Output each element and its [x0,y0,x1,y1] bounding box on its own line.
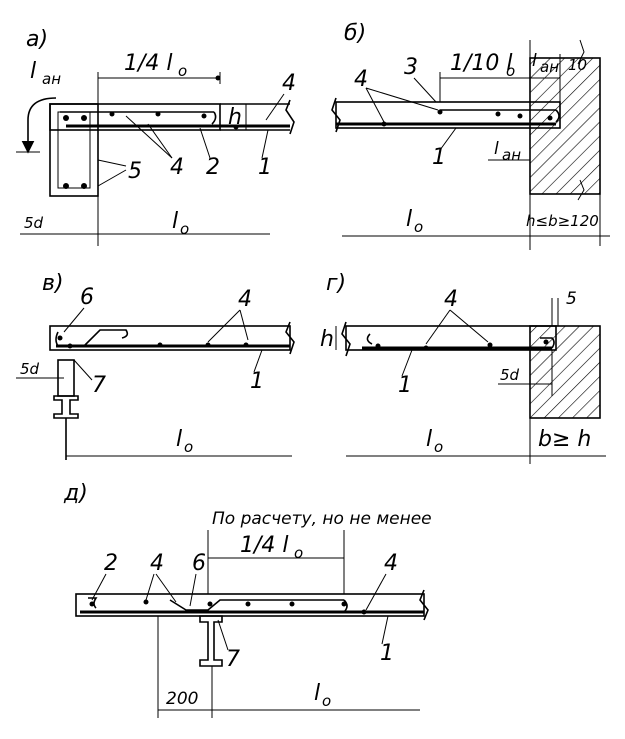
svg-text:4: 4 [354,67,368,92]
panel-d-beam-support [199,615,223,667]
svg-text:l: l [532,51,537,71]
svg-text:1: 1 [380,641,394,666]
svg-text:o: o [184,438,193,456]
svg-text:4: 4 [384,551,398,576]
svg-text:o: o [322,692,331,710]
panel-b: б) 1/10 l o l ан 10 3 4 1 [331,21,610,250]
panel-d-letter: д) [63,481,88,506]
svg-text:o: o [434,438,443,456]
panel-g-span-label: l [426,427,432,452]
svg-text:4: 4 [150,551,164,576]
svg-text:o: o [506,62,515,80]
svg-text:10: 10 [568,56,587,74]
svg-text:5d: 5d [20,360,40,378]
svg-text:7: 7 [92,373,106,398]
svg-text:o: o [294,544,303,562]
panel-a-h-label: h [228,105,242,130]
panel-g: г) 5 h 4 1 5d l o b≥ h [320,271,606,464]
svg-text:5d: 5d [500,366,520,384]
svg-text:200: 200 [166,689,198,709]
svg-text:ан: ан [502,146,521,164]
panel-g-wall [529,325,601,419]
svg-text:1: 1 [432,145,446,170]
svg-text:7: 7 [226,647,240,672]
svg-text:3: 3 [404,55,418,80]
panel-a-beam [49,103,99,197]
svg-text:1: 1 [398,373,412,398]
panel-a: а) l ан 1/4 l o h 4 4 [16,27,296,246]
svg-text:1: 1 [250,369,264,394]
panel-g-letter: г) [326,271,346,296]
panel-b-span-label: l [406,207,412,232]
panel-v-letter: в) [42,271,64,296]
svg-text:5: 5 [566,289,577,309]
panel-b-tenth-label: 1/10 l [450,51,513,76]
svg-text:6: 6 [80,285,94,310]
panel-b-letter: б) [344,21,366,46]
svg-text:l: l [494,139,499,159]
svg-text:6: 6 [192,551,206,576]
panel-v-span-label: l [176,427,182,452]
svg-text:2: 2 [206,155,220,180]
panel-b-support-label: h≤b≥120 [526,212,599,230]
svg-text:o: o [180,220,189,238]
svg-text:4: 4 [282,71,296,96]
svg-text:4: 4 [170,155,184,180]
panel-d-quarter-label: 1/4 l [240,533,289,558]
svg-text:2: 2 [104,551,118,576]
panel-g-support-label: b≥ h [538,427,591,452]
svg-text:5: 5 [128,159,142,184]
svg-text:4: 4 [238,287,252,312]
panel-d-note: По расчету, но не менее [212,509,432,529]
svg-text:5d: 5d [24,214,44,232]
panel-a-span-label: l [172,209,178,234]
svg-text:o: o [414,218,423,236]
panel-d: д) По расчету, но не менее 1/4 l o 2 4 6… [63,481,432,718]
svg-text:o: o [178,62,187,80]
svg-text:ан: ан [42,70,61,88]
panel-v: в) 6 4 5d 7 1 l o [16,271,295,460]
panel-d-span-label: l [314,681,320,706]
svg-text:1: 1 [258,155,272,180]
panel-a-quarter-label: 1/4 l [124,51,173,76]
svg-text:4: 4 [444,287,458,312]
svg-text:ан: ан [540,58,559,76]
panel-a-letter: а) [26,27,48,52]
panel-a-anchor-label: l [30,59,36,84]
svg-text:h: h [320,327,334,352]
